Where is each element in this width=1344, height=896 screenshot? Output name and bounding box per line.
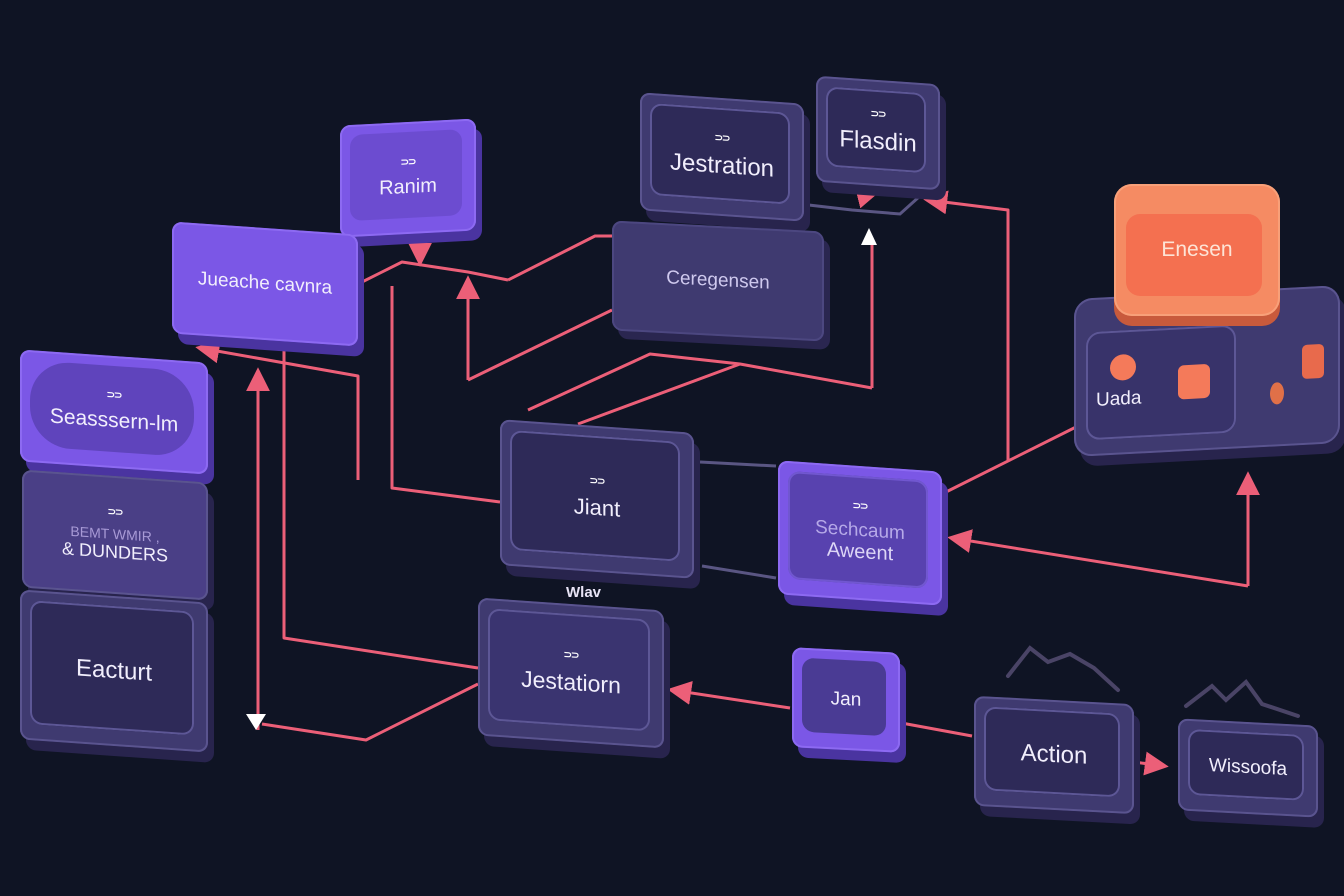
node-label: Flasdin <box>839 125 917 158</box>
wire-to-ceregensen <box>507 234 612 282</box>
link-icon: ⊃⊃ <box>589 475 605 488</box>
node-label: Jueache cavnra <box>197 268 333 299</box>
node-action[interactable]: Action <box>974 695 1134 815</box>
node-label: Ceregensen <box>666 267 770 294</box>
node-wissoofa[interactable]: Wissoofa <box>1178 718 1318 818</box>
wire-left-loop <box>390 286 501 504</box>
side-square-orange <box>1302 343 1324 380</box>
node-label: Eacturt <box>75 654 153 687</box>
node-label: Uada <box>1096 387 1142 411</box>
link-icon: ⊃⊃ <box>563 649 579 662</box>
side-dot-orange <box>1270 381 1284 405</box>
wire-flasdin-return <box>923 190 1010 460</box>
node-label: Action <box>1020 739 1088 770</box>
wire-ceregensen-down <box>467 308 613 382</box>
annotation-under-jiant: Wlav <box>566 584 602 601</box>
stub-top <box>699 460 777 468</box>
node-dunders[interactable]: ⊃⊃ BEMT WMIR , & DUNDERS <box>22 469 208 601</box>
link-icon: ⊃⊃ <box>852 500 868 513</box>
link-icon: ⊃⊃ <box>107 506 123 519</box>
node-label: Ranim <box>379 173 437 200</box>
sketch-squiggle-1 <box>1006 645 1120 692</box>
wire-action-to-wissoofa <box>1133 751 1169 776</box>
node-eacturt[interactable]: Eacturt <box>20 589 208 753</box>
node-ceregensen[interactable]: Ceregensen <box>612 220 824 342</box>
wire-flasdin-in <box>854 185 881 209</box>
node-flasdin[interactable]: ⊃⊃ Flasdin <box>816 75 940 191</box>
node-awent[interactable]: ⊃⊃ Sechcaum Aweent <box>778 460 942 606</box>
node-seassem[interactable]: ⊃⊃ Seasssern-lm <box>20 349 208 475</box>
wire-jestration-flasdin <box>799 194 922 216</box>
wire-jan-to-jestation <box>667 681 791 710</box>
link-icon: ⊃⊃ <box>714 132 730 145</box>
sketch-squiggle-2 <box>1184 679 1300 718</box>
link-icon: ⊃⊃ <box>400 156 416 168</box>
wire-left-arrow <box>195 339 360 480</box>
node-jestation-bottom[interactable]: ⊃⊃ Jestatiorn <box>478 597 664 749</box>
arrowhead-white-down <box>246 714 266 730</box>
wire-awent-to-uada <box>945 418 1091 494</box>
node-label: Wissoofa <box>1208 755 1288 781</box>
node-label-line2: Aweent <box>826 539 894 566</box>
node-jestration-top[interactable]: ⊃⊃ Jestration <box>640 92 804 222</box>
node-jueache[interactable]: Jueache cavnra <box>172 221 358 347</box>
wire-diag-mid <box>527 352 873 412</box>
arrowhead-white-up <box>861 228 877 245</box>
wire-jueache-zigzag <box>355 260 509 287</box>
node-enesen[interactable]: Enesen <box>1114 184 1280 316</box>
status-square-orange <box>1178 363 1210 400</box>
wire-jan-to-action <box>895 720 973 738</box>
wire-jueache-down <box>282 344 479 670</box>
node-label: Enesen <box>1161 237 1233 261</box>
link-icon: ⊃⊃ <box>106 389 122 402</box>
uada-panel <box>1086 324 1236 441</box>
node-jan[interactable]: Jan <box>792 647 900 753</box>
stub-bottom <box>701 564 777 580</box>
node-label: Jiant <box>573 493 621 522</box>
wire-bottom-left <box>261 682 479 742</box>
wire-to-awent <box>947 529 1249 588</box>
node-label: Jan <box>830 688 862 711</box>
link-icon: ⊃⊃ <box>870 108 886 121</box>
wire-diag-mid2 <box>577 362 741 426</box>
node-ranim[interactable]: ⊃⊃ Ranim <box>340 118 476 238</box>
node-face <box>1126 214 1262 296</box>
node-jiant[interactable]: ⊃⊃ Jiant <box>500 419 694 579</box>
